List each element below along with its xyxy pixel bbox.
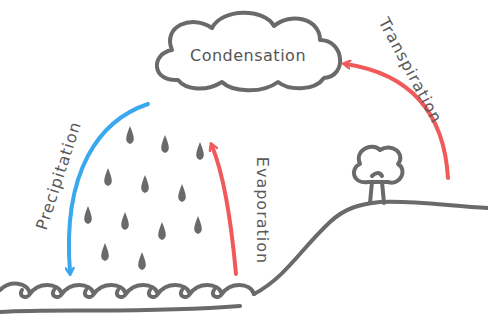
process-label: Transpiration: [374, 14, 446, 126]
evaporation-arrow: [212, 146, 236, 274]
cloud-node: Condensation: [148, 8, 348, 92]
raindrops: [84, 126, 204, 270]
process-label: Precipitation: [32, 118, 85, 231]
node-label: Condensation: [148, 46, 348, 65]
tree: [354, 147, 403, 203]
process-label: Evaporation: [253, 156, 272, 263]
sea-waves: [0, 284, 254, 312]
hill-line: [254, 202, 488, 294]
